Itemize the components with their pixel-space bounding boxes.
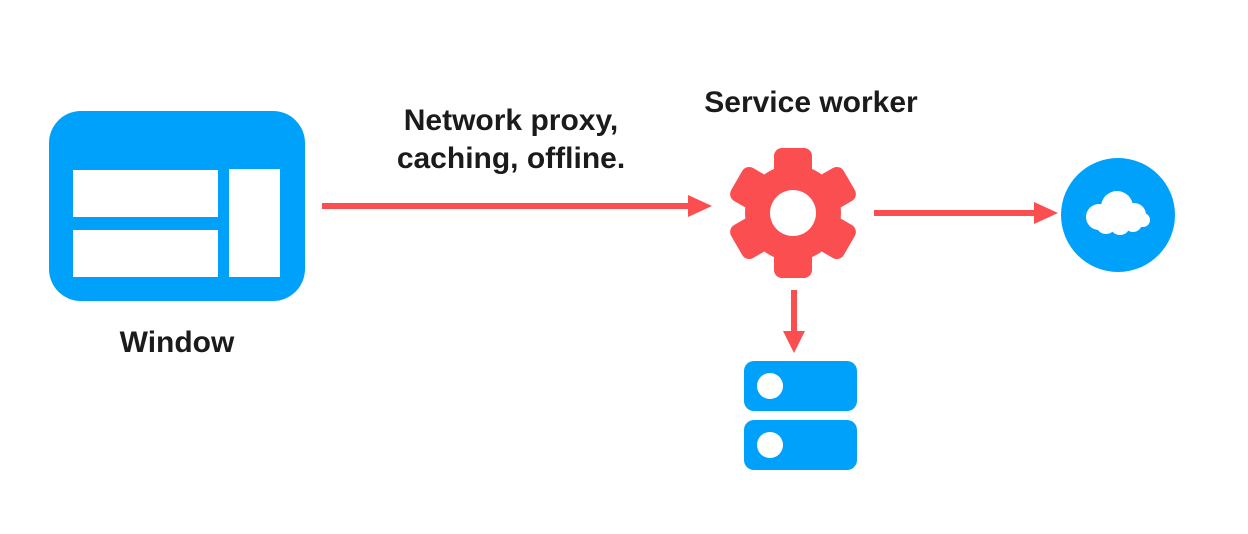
edge-label: Network proxy, caching, offline. xyxy=(361,102,661,178)
edge-label-line-1: Network proxy, xyxy=(403,104,619,137)
arrow-down-worker-to-storage xyxy=(783,290,805,353)
arrow-right-window-to-worker xyxy=(322,195,712,217)
window-node-label: Window xyxy=(119,326,235,359)
database-icon xyxy=(744,361,857,470)
arrow-right-worker-to-network xyxy=(874,202,1058,224)
cloud-icon xyxy=(1061,158,1175,272)
browser-window-icon xyxy=(49,111,305,301)
network-node xyxy=(1061,158,1175,272)
edge-label-line-2: caching, offline. xyxy=(396,142,626,175)
window-node xyxy=(49,111,305,301)
gear-icon xyxy=(730,148,856,278)
service-worker-node xyxy=(727,147,859,279)
service-worker-label: Service worker xyxy=(704,86,918,119)
storage-node xyxy=(744,361,857,470)
